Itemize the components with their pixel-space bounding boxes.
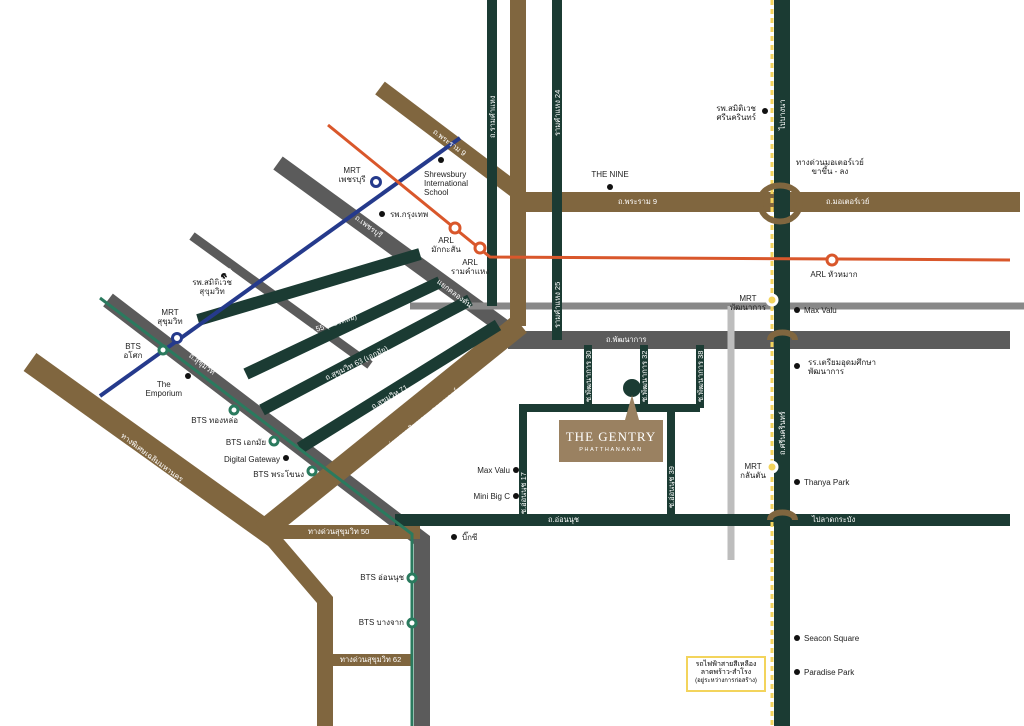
shrewsbury-label: Shrewsbury International School: [424, 170, 469, 198]
project-sub: PHATTHANAKAN: [579, 447, 643, 453]
yellow-line-title: รถไฟฟ้าสายสีเหลือง: [695, 661, 757, 668]
mrt-phetchaburi-label: MRT เพชรบุรี: [338, 166, 366, 185]
bts-onnut-marker: [406, 572, 418, 584]
pattanakarn30-label: ซ.พัฒนาการ 30: [584, 350, 593, 402]
triam-udom-dot: [794, 363, 800, 369]
bts-green-line: [99, 296, 414, 726]
big-c-label: บิ๊กซี: [462, 533, 478, 542]
arl-ramkhamhaeng-marker: [473, 241, 487, 255]
bts-phrakhanong-marker: [306, 465, 318, 477]
bts-phrakhanong-label: BTS พระโขนง: [253, 470, 304, 479]
onnut17-label: ซ.อ่อนนุช 17: [519, 472, 528, 514]
sukhumvit50-label: ทางด่วนสุขุมวิท 50: [308, 527, 370, 536]
yellow-line-notice: รถไฟฟ้าสายสีเหลือง ลาดพร้าว-สำโรง (อยู่ร…: [686, 656, 766, 692]
emporium-dot: [185, 373, 191, 379]
bts-onnut-label: BTS อ่อนนุช: [360, 573, 404, 582]
bts-bangchak-marker: [406, 617, 418, 629]
bangkok-hospital-dot: [379, 211, 385, 217]
paradise-park-dot: [794, 669, 800, 675]
ramkhamhaeng24-label: รามคำแหง 24: [553, 89, 562, 136]
max-valu-left-dot: [513, 467, 519, 473]
soi-road-2: [259, 294, 473, 416]
arl-makkasan-marker: [448, 221, 462, 235]
sukhumvit62-label: ทางด่วนสุขุมวิท 62: [340, 655, 402, 664]
on-nut-label: ถ.อ่อนนุช: [548, 515, 579, 524]
motorway-label: ถ.มอเตอร์เวย์: [826, 197, 870, 206]
motorway-ramp-label: ทางด่วนมอเตอร์เวย์ ขาขึ้น - ลง: [796, 158, 864, 177]
mrt-pattanakarn-marker: [765, 293, 779, 307]
samitivej-srinakarin-label: รพ.สมิติเวช ศรีนครินทร์: [716, 104, 756, 123]
thanya-park-label: Thanya Park: [804, 478, 850, 487]
bts-thonglor-label: BTS ทองหล่อ: [191, 416, 238, 425]
mini-big-c-label: Mini Big C: [473, 492, 510, 501]
sukhumvit55-road: [196, 248, 422, 326]
ramkhamhaeng-label: ถ.รามคำแหง: [488, 95, 497, 138]
bangkok-hospital-label: รพ.กรุงเทพ: [390, 210, 429, 219]
triam-udom-label: รร.เตรียมอุดมศึกษา พัฒนาการ: [808, 358, 876, 377]
shrewsbury-dot: [438, 157, 444, 163]
project-name: THE GENTRY: [565, 429, 657, 444]
bts-thonglor-marker: [228, 404, 240, 416]
ramindra-expressway: [255, 315, 527, 541]
project-pin: [623, 379, 641, 420]
chalerm-mahanakhon-expressway: [103, 293, 430, 726]
bts-asok-label: BTS อโศก: [123, 342, 143, 361]
rama9-h-label: ถ.พระราม 9: [618, 197, 658, 206]
to-lat-krabang-label: ไปลาดกระบัง: [812, 515, 856, 524]
arl-ramkhamhaeng-label: ARL รามคำแหง: [450, 258, 490, 277]
max-valu-right-dot: [794, 307, 800, 313]
mrt-sukhumvit-marker: [171, 332, 183, 344]
ramkhamhaeng25-label: รามคำแหง 25: [553, 281, 562, 328]
station-markers: [157, 176, 839, 629]
bangna-expressway: [258, 524, 333, 726]
mrt-phetchaburi-marker: [370, 176, 382, 188]
mrt-klantan-label: MRT กลันตัน: [740, 462, 766, 481]
pattanakarn32-label: ซ.พัฒนาการ 32: [640, 350, 649, 402]
arl-hua-mak-label: ARL หัวหมาก: [810, 270, 858, 279]
mrt-pattanakarn-label: MRT พัฒนาการ: [729, 294, 766, 313]
the-nine-label: THE NINE: [591, 170, 629, 179]
bts-ekkamai-label: BTS เอกมัย: [225, 438, 266, 447]
bts-asok-marker: [157, 344, 169, 356]
asok-montri-road: [23, 353, 283, 547]
soi-road-3: [296, 319, 502, 454]
yellow-line-route: ลาดพร้าว-สำโรง: [700, 669, 752, 677]
pattanakarn38-label: ซ.พัฒนาการ 38: [696, 350, 705, 402]
arl-makkasan-label: ARL มักกะสัน: [431, 236, 461, 255]
arl-hua-mak-marker: [825, 253, 839, 267]
emporium-label: The Emporium: [145, 380, 182, 399]
seacon-square-label: Seacon Square: [804, 634, 860, 643]
paradise-park-label: Paradise Park: [804, 668, 855, 677]
the-nine-dot: [607, 184, 613, 190]
onnut39-label: ซ.อ่อนนุช 39: [667, 466, 676, 508]
motorway-interchange: [757, 182, 803, 521]
digital-gateway-dot: [283, 455, 289, 461]
big-c-dot: [451, 534, 457, 540]
max-valu-left-label: Max Valu: [477, 466, 510, 475]
to-bangna-label: ไปบางนา: [778, 99, 787, 130]
soi-road-1: [243, 276, 443, 380]
mini-big-c-dot: [513, 493, 519, 499]
bts-bangchak-label: BTS บางจาก: [358, 618, 404, 627]
samitivej-srinakarin-dot: [762, 108, 768, 114]
mrt-klantan-marker: [765, 460, 779, 474]
onnut-loop: [519, 404, 700, 520]
max-valu-right-label: Max Valu: [804, 306, 837, 315]
mrt-sukhumvit-label: MRT สุขุมวิท: [157, 308, 183, 327]
bts-ekkamai-marker: [268, 435, 280, 447]
pattanakarn-label: ถ.พัฒนาการ: [606, 335, 647, 344]
samitivej-sukhumvit-dot: [221, 273, 227, 279]
seacon-square-dot: [794, 635, 800, 641]
samitivej-sukhumvit-label: รพ.สมิติเวช สุขุมวิท: [192, 278, 232, 297]
thanya-park-dot: [794, 479, 800, 485]
digital-gateway-label: Digital Gateway: [223, 455, 280, 464]
yellow-line-status: (อยู่ระหว่างการก่อสร้าง): [695, 677, 757, 684]
srinakarin-label: ถ.ศรีนครินทร์: [778, 411, 787, 455]
project-logo: THE GENTRY PHATTHANAKAN: [559, 420, 663, 462]
